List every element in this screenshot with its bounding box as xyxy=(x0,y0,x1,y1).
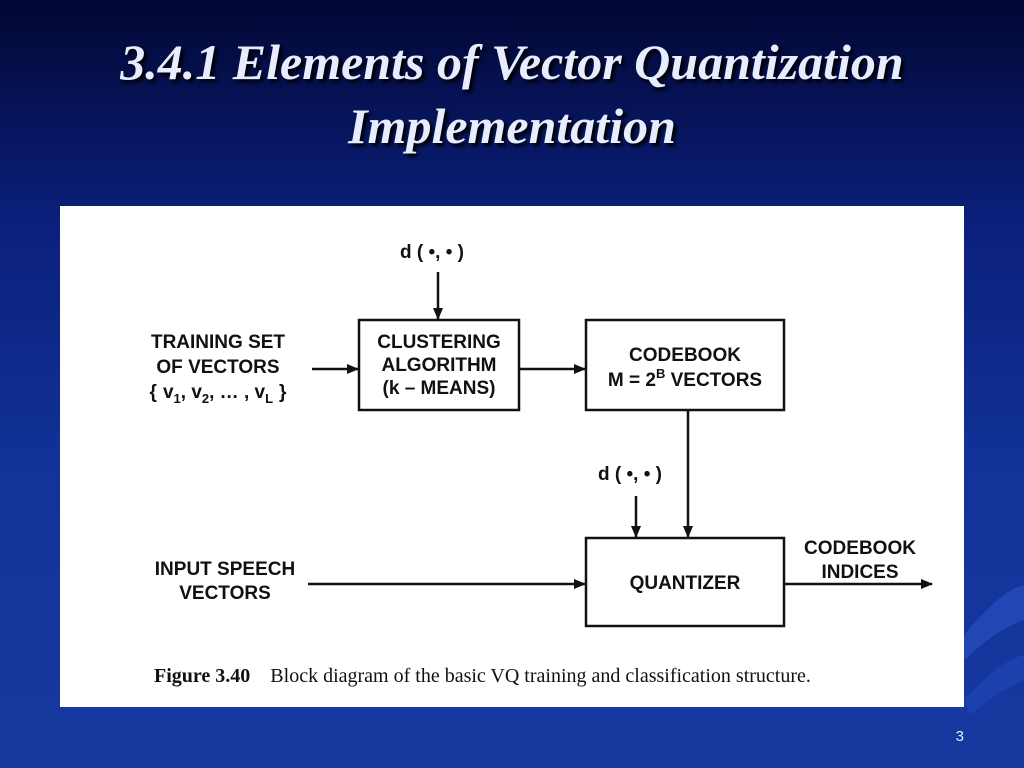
clustering-line-1: CLUSTERING xyxy=(377,332,501,353)
slide-title-line-1: 3.4.1 Elements of Vector Quantization xyxy=(120,34,904,90)
training-set-line-3: {v1, v2, … , vL} xyxy=(150,382,288,406)
codebook-box xyxy=(584,318,786,412)
output-line-2: INDICES xyxy=(821,562,898,583)
codebook-line-1: CODEBOOK xyxy=(629,345,741,366)
slide-number: 3 xyxy=(955,728,964,745)
vq-block-diagram: d ( •, • ) TRAINING SET OF VECTORS {v1, … xyxy=(150,242,933,687)
figure-caption: Figure 3.40 Block diagram of the basic VQ… xyxy=(154,665,811,687)
quantizer-label: QUANTIZER xyxy=(630,573,741,594)
training-set-label: TRAINING SET OF VECTORS {v1, v2, … , vL} xyxy=(150,332,288,406)
training-set-line-2: OF VECTORS xyxy=(156,357,279,378)
training-set-line-1: TRAINING SET xyxy=(151,332,285,353)
figure-number: Figure 3.40 xyxy=(154,665,250,687)
slide-title: 3.4.1 Elements of Vector Quantization Im… xyxy=(0,30,1024,158)
clustering-line-3: (k – MEANS) xyxy=(383,378,496,399)
figure-panel: d ( •, • ) TRAINING SET OF VECTORS {v1, … xyxy=(60,206,964,707)
clustering-line-2: ALGORITHM xyxy=(381,355,496,376)
codebook-line-2: M = 2B VECTORS xyxy=(608,366,762,391)
caption-text: Block diagram of the basic VQ training a… xyxy=(270,665,811,687)
output-line-1: CODEBOOK xyxy=(804,538,916,559)
distance-label-top: d ( •, • ) xyxy=(400,242,464,263)
quantizer-box xyxy=(584,536,786,628)
input-speech-line-1: INPUT SPEECH xyxy=(155,559,295,580)
input-speech-line-2: VECTORS xyxy=(179,583,271,604)
distance-label-mid: d ( •, • ) xyxy=(598,464,662,485)
slide-title-line-2: Implementation xyxy=(348,98,676,154)
clustering-box xyxy=(357,318,521,412)
